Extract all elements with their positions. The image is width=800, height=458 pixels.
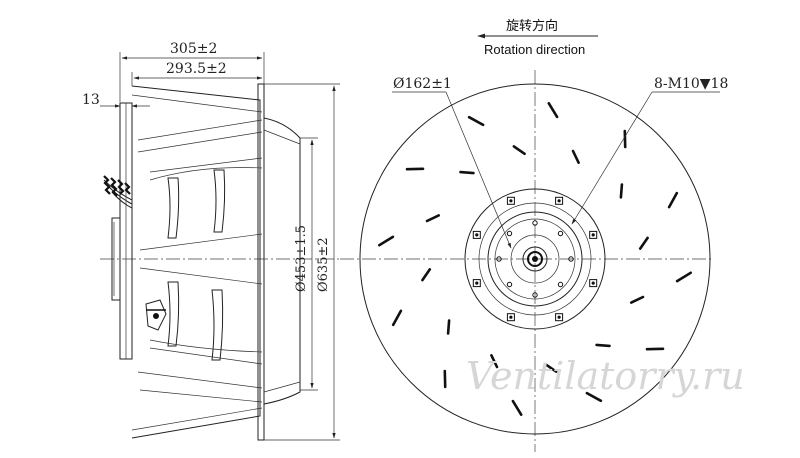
inner-bolt-6 [506,230,513,237]
rotation-direction: 旋转方向 Rotation direction [477,18,598,57]
blade-slot-1-6 [391,309,403,327]
dim-overall-length: 305±2 [119,41,265,102]
inner-bolt-4 [506,281,513,288]
blade-slot-2-1 [629,295,645,304]
rotation-direction-en: Rotation direction [484,42,585,57]
hub-diameter-label: Ø162±1 [393,76,452,92]
outer-diameter-label: Ø635±2 [316,237,331,292]
blade-slot-2-7 [425,214,441,223]
impeller-outer-circle [359,83,711,435]
front-view: 旋转方向 Rotation direction Ø162±1 8-M10▼18 [340,18,728,452]
blade-slot-2-5 [446,319,451,335]
inner-bolt-5 [496,256,502,262]
blade-slot-2-12 [638,236,649,250]
impeller-side-body [131,85,263,439]
motor-hub [464,188,606,330]
mount-hole-center-7 [557,199,561,203]
dim-outer-diameter: Ø635±2 [264,83,340,441]
side-blades [139,167,263,361]
blade-slot-2-11 [619,183,624,199]
inner-bolt-7 [532,220,538,226]
mount-hole-center-5 [475,233,479,237]
blade-slot-1-7 [377,235,395,247]
blade-slot-2-6 [421,268,432,282]
inner-bolt-1 [568,256,574,262]
mount-hole-center-8 [591,233,595,237]
overall-length-label: 305±2 [170,41,217,57]
mount-hole-center-1 [591,281,595,285]
inlet-shroud [257,83,301,441]
impeller-length-label: 293.5±2 [166,61,227,77]
flange-offset-label: 13 [82,92,100,108]
mount-hole-center-6 [509,199,513,203]
blade-slot-1-1 [675,271,693,283]
motor-cable-bundle [103,175,133,209]
blade-slot-1-4 [511,399,523,417]
side-view: 305±2 293.5±2 13 Ø453±1.5 Ø635±2 [82,41,340,441]
blade-slot-2-9 [512,145,526,156]
mount-hole-center-2 [557,315,561,319]
watermark-text: Ventilatorry.ru [466,354,745,398]
mount-holes [472,196,598,322]
mount-hole-center-3 [509,315,513,319]
blade-slot-2-2 [595,343,611,348]
blade-slot-1-3 [585,391,603,403]
mount-hole-center-4 [475,281,479,285]
blade-slot-2-10 [571,149,580,164]
blade-slot-1-9 [467,115,485,127]
hub-diameter-leader: Ø162±1 [392,76,512,249]
inner-bolt-3 [532,292,538,298]
blade-slot-2-3 [544,362,558,373]
dim-inner-diameter: Ø453±1.5 [294,137,318,391]
blade-slot-2-8 [459,170,475,175]
cable-clip [145,299,167,331]
mount-holes-leader: 8-M10▼18 [571,76,728,225]
inner-bolt-2 [557,281,564,288]
mount-holes-label: 8-M10▼18 [654,76,728,92]
inner-bolt-8 [557,230,564,237]
front-blades [377,102,693,417]
dim-impeller-length: 293.5±2 [131,61,263,86]
blade-slot-1-12 [667,191,679,209]
motor-flange [111,102,133,360]
dim-flange-offset: 13 [82,92,150,108]
blade-slot-1-10 [547,102,559,119]
blade-slot-2-4 [490,353,499,369]
inner-diameter-label: Ø453±1.5 [294,225,309,292]
rotation-direction-zh: 旋转方向 [506,18,558,34]
